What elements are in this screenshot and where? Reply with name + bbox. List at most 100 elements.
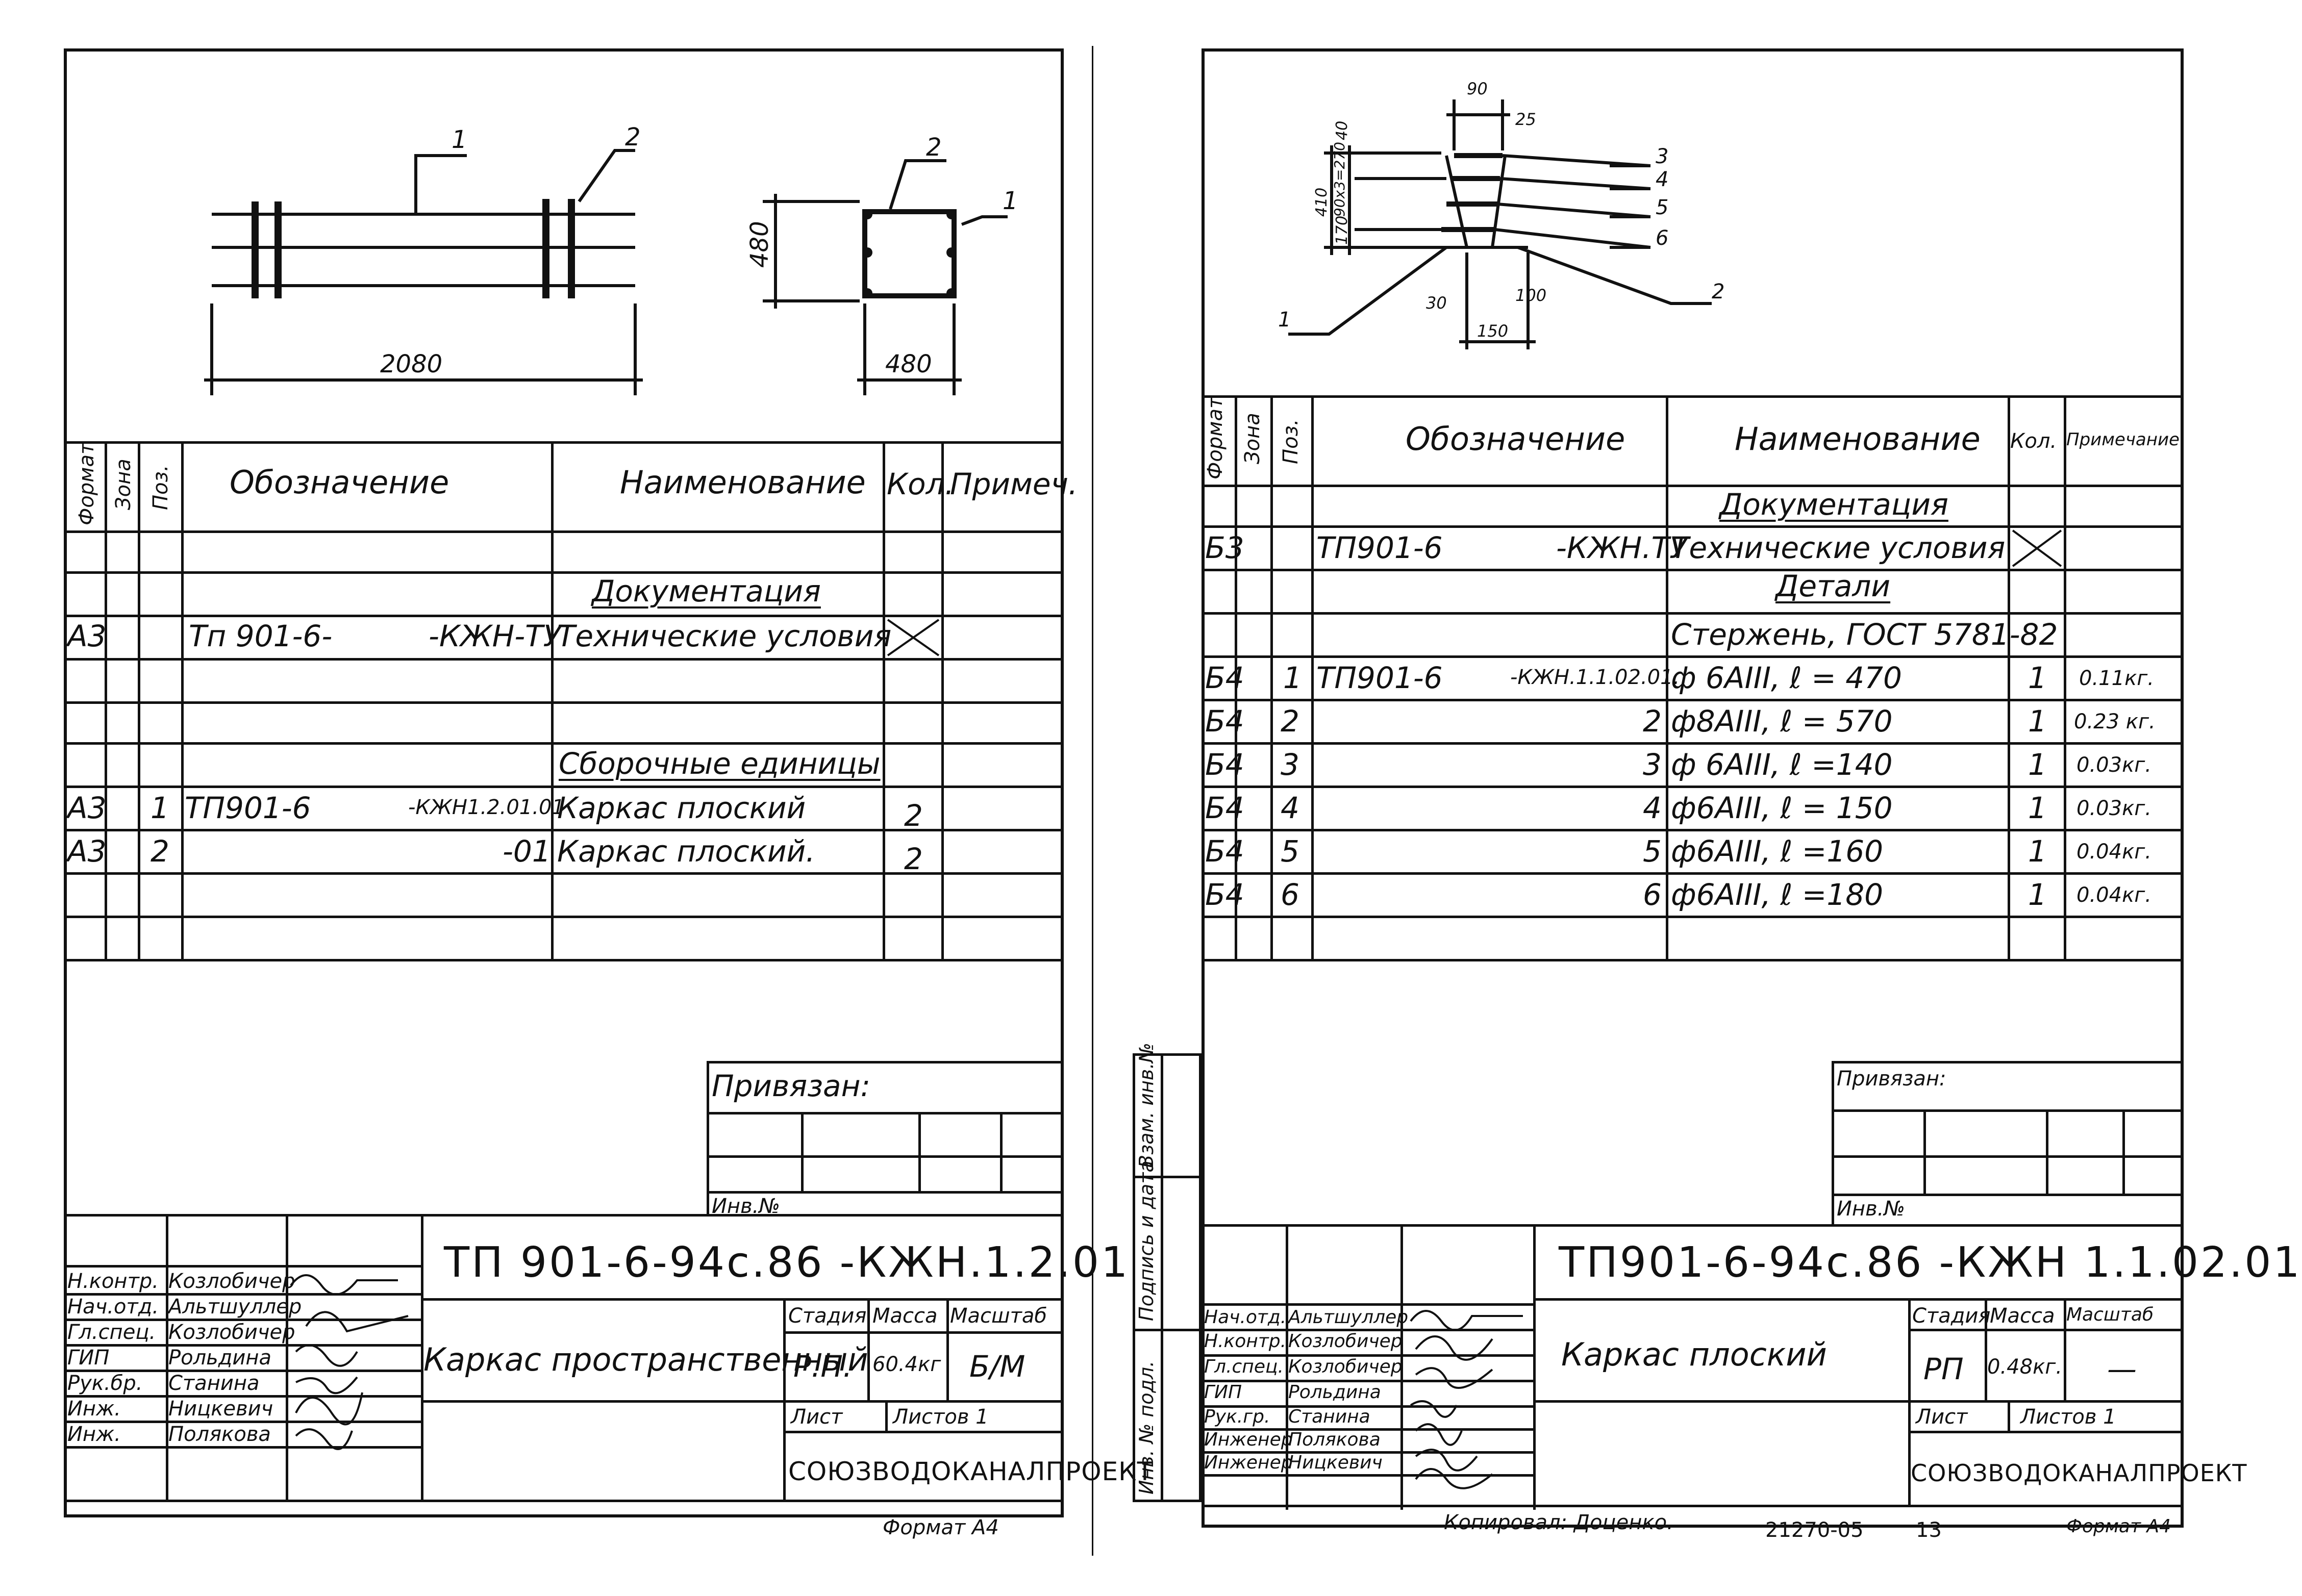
right-person-1-name: Альтшуллер	[1288, 1307, 1409, 1328]
right-sheet-header: Лист	[1916, 1405, 1968, 1429]
right-row-1-des-a: ТП901-6	[1316, 530, 1443, 565]
left-person-1-name: Козлобичер	[168, 1270, 295, 1293]
right-header-format: Формат	[1204, 396, 1227, 479]
right-scale-header: Масштаб	[2066, 1304, 2154, 1325]
right-drawing-code: ТП901-6-94с.86 -КЖН 1.1.02.01	[1559, 1238, 2302, 1287]
right-row-6-qty: 1	[2028, 791, 2047, 825]
right-row-6-note: 0.03кг.	[2076, 797, 2151, 820]
right-callout-1: 1	[1278, 308, 1291, 332]
right-person-2-role: Н.контр.	[1204, 1331, 1287, 1352]
right-row-7-des-b: 5	[1643, 834, 1662, 869]
left-callout-1: 1	[452, 125, 467, 154]
left-row-2-pos: 1	[151, 791, 169, 825]
right-mass-value: 0.48кг.	[1987, 1355, 2062, 1379]
right-titleblock-top	[1202, 1224, 2184, 1227]
left-person-1-role: Н.контр.	[67, 1270, 159, 1293]
right-row-4-pos: 2	[1281, 704, 1299, 739]
left-row-2-des-b: -КЖН1.2.01.01	[408, 796, 565, 819]
right-side-column	[1133, 1053, 1202, 1502]
left-row-1-des-a: Тп 901-6-	[189, 619, 333, 653]
right-row-8-format: Б4	[1205, 877, 1244, 912]
left-sheet	[64, 48, 1064, 1517]
left-dim-length: 2080	[380, 350, 442, 378]
right-row-3-qty: 1	[2028, 661, 2047, 695]
right-row-4-name: ф8АIII, ℓ = 570	[1671, 704, 1893, 739]
left-row-2-name: Каркас плоский	[557, 791, 806, 825]
right-row-8-name: ф6АIII, ℓ =180	[1671, 877, 1884, 912]
right-callout-6: 6	[1656, 226, 1668, 250]
right-dim-100: 100	[1515, 286, 1546, 305]
left-header-designation: Обозначение	[230, 464, 449, 501]
right-row-8-qty: 1	[2028, 877, 2047, 912]
left-scale-header: Масштаб	[950, 1304, 1047, 1328]
right-person-2-name: Козлобичер	[1288, 1331, 1403, 1352]
left-row-1-format: А3	[67, 619, 107, 653]
right-person-7-role: Инженер	[1204, 1452, 1293, 1473]
left-person-2-name: Альтшуллер	[168, 1295, 302, 1319]
left-section-callout-2: 2	[926, 133, 942, 162]
left-row-3-qty: 2	[904, 842, 923, 876]
left-scale-value: Б/М	[969, 1349, 1025, 1384]
right-row-6-name: ф6АIII, ℓ = 150	[1671, 791, 1893, 825]
right-row-5-qty: 1	[2028, 747, 2047, 782]
right-format-label: Формат А4	[2066, 1516, 2171, 1537]
left-header-format: Формат	[75, 442, 98, 525]
left-organization: СОЮЗВОДОКАНАЛПРОЕКТ	[788, 1457, 1154, 1486]
right-callout-4: 4	[1656, 168, 1668, 191]
right-person-5-role: Рук.гр.	[1204, 1406, 1270, 1427]
right-row-1-format: Б3	[1205, 530, 1244, 565]
right-copied-label: Копировал: Доценко.	[1444, 1511, 1673, 1534]
left-row-3-format: А3	[67, 834, 107, 869]
right-signatures	[1410, 1310, 1523, 1489]
right-row-4-note: 0.23 кг.	[2074, 710, 2156, 733]
right-header-zone: Зона	[1241, 413, 1264, 464]
left-person-7-role: Инж.	[67, 1423, 121, 1446]
right-person-1-role: Нач.отд.	[1204, 1307, 1287, 1328]
left-section-units: Сборочные единицы	[559, 746, 881, 781]
right-callout-3: 3	[1656, 145, 1668, 168]
left-row-1-qty-cross	[887, 619, 940, 656]
right-scale-value: —	[2107, 1352, 2137, 1386]
right-person-4-name: Рольдина	[1288, 1382, 1381, 1403]
right-dim-170: 170	[1333, 216, 1351, 245]
right-section-parts: Детали	[1775, 569, 1891, 603]
right-row-2-name: Стержень, ГОСТ 5781-82	[1671, 617, 2058, 652]
left-titleblock-top	[64, 1214, 1064, 1217]
left-row-2-qty: 2	[904, 798, 923, 833]
right-row-1-name: Технические условия	[1671, 530, 2006, 565]
right-dim-40: 40	[1333, 121, 1351, 140]
left-person-2-role: Нач.отд.	[67, 1295, 159, 1319]
left-drawing: 1 2 2 1 2080 480 480	[204, 123, 1018, 395]
right-person-6-name: Полякова	[1288, 1429, 1381, 1450]
right-mass-header: Масса	[1990, 1304, 2055, 1328]
right-person-6-role: Инженер	[1204, 1429, 1293, 1450]
right-page-number: 13	[1916, 1518, 1942, 1542]
left-stage-header: Стадия	[788, 1304, 867, 1328]
right-row-8-pos: 6	[1281, 877, 1299, 912]
left-person-7-name: Полякова	[168, 1423, 271, 1446]
left-sheet-header: Лист	[791, 1405, 843, 1429]
right-row-5-name: ф 6АIII, ℓ =140	[1671, 747, 1893, 782]
left-dim-height: 480	[745, 221, 774, 268]
right-privyazan-box	[1832, 1061, 2184, 1224]
left-section-docs: Документация	[592, 574, 821, 609]
right-row-8-des-b: 6	[1643, 877, 1662, 912]
left-format-label: Формат А4	[883, 1516, 999, 1539]
right-section-docs: Документация	[1719, 487, 1948, 522]
right-row-3-note: 0.11кг.	[2079, 667, 2154, 690]
right-row-1-qty-cross	[2012, 529, 2062, 567]
right-drawing-title: Каркас плоский	[1561, 1336, 1827, 1373]
right-row-7-note: 0.04кг.	[2076, 840, 2151, 864]
right-dim-410: 410	[1313, 188, 1331, 217]
left-header-note: Примеч.	[950, 467, 1078, 501]
left-drawing-title: Каркас пространственный	[423, 1341, 868, 1378]
right-row-3-name: ф 6АIII, ℓ = 470	[1671, 661, 1902, 695]
left-row-3-name: Каркас плоский.	[557, 834, 815, 869]
left-mass-header: Масса	[872, 1304, 938, 1328]
side-label-inv-podl: Инв. № подл.	[1135, 1360, 1158, 1494]
right-dim-30: 30	[1426, 293, 1447, 313]
right-person-5-name: Станина	[1288, 1406, 1370, 1427]
left-person-5-role: Рук.бр.	[67, 1372, 143, 1395]
left-header-qty: Кол.	[887, 467, 955, 501]
right-row-5-format: Б4	[1205, 747, 1244, 782]
